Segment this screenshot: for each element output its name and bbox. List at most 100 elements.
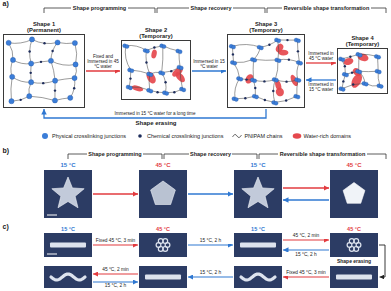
chemical-junction	[288, 58, 290, 60]
physical-junction	[239, 77, 243, 81]
transition-arrow	[93, 193, 138, 195]
hydrogel-pentagon	[151, 181, 176, 205]
label-patch: b)	[1, 147, 11, 155]
temperature-label: 15 °C	[250, 162, 265, 169]
photo-background	[330, 170, 378, 218]
chemical-junction	[254, 87, 256, 89]
legend-text: PNIPAM chains	[244, 133, 282, 139]
label-patch: Reversible shape transformation	[278, 151, 367, 157]
transition-label: 15 °C, 2 h	[105, 283, 126, 289]
label-patch: c)	[1, 223, 10, 231]
chemical-junction	[268, 44, 270, 46]
caption-holder: 15 °C	[251, 226, 265, 232]
stage-heading: Shape recovery	[191, 5, 232, 11]
physical-junction	[48, 58, 53, 63]
shape-title: Shape 4 (Temporary)	[339, 35, 387, 48]
sample-photo	[330, 170, 378, 218]
physical-junction	[297, 78, 301, 82]
pnipam-chain	[30, 64, 31, 83]
state-box: Shape 2 (Temporary)	[121, 40, 191, 100]
label-patch: 15 °C, 2 h	[198, 270, 222, 276]
chemical-junction	[73, 87, 75, 89]
erasing-arrow	[379, 245, 385, 277]
chemical-junction	[232, 53, 234, 55]
caption-holder: 15 °C	[250, 162, 265, 169]
chemical-junction	[54, 89, 56, 91]
pnipam-chain	[75, 43, 77, 64]
chemical-junction	[285, 80, 287, 82]
chemical-junction	[352, 83, 354, 85]
photo-background	[330, 266, 378, 288]
pnipam-chain	[31, 61, 51, 64]
chemical-junction	[263, 80, 265, 82]
legend-swatch	[232, 132, 242, 140]
hydrogel-wave	[51, 274, 85, 280]
stage-heading: Shape programming	[73, 5, 126, 11]
physical-junction	[178, 50, 182, 54]
chemical-junction	[19, 99, 21, 101]
chemical-junction	[245, 78, 247, 80]
legend-item: Chemical crosslinking junctions	[135, 132, 223, 140]
water-rich-domain	[349, 72, 364, 90]
pnipam-chain	[51, 42, 58, 60]
sample-photo	[234, 170, 282, 218]
label-patch: Shape programming	[71, 5, 127, 11]
caption-holder: Shape 1 (Permanent)	[20, 21, 68, 34]
transition-arrow	[306, 62, 336, 63]
hydrogel-strip	[145, 275, 181, 280]
physical-junction	[125, 45, 129, 49]
transition-arrow	[188, 193, 233, 195]
physical-junction	[379, 84, 383, 88]
legend-swatch	[40, 132, 50, 140]
physical-junction	[130, 69, 134, 73]
physical-junction	[377, 70, 381, 74]
photo-frame: 15 °C	[44, 233, 92, 257]
transition-arrow	[283, 199, 329, 201]
physical-junction	[233, 61, 237, 65]
pnipam-chain	[32, 39, 58, 43]
photo-frame: 15 °C	[44, 170, 92, 218]
physical-junction	[182, 88, 186, 92]
transition-label: 45 °C, 2 min	[284, 233, 328, 239]
physical-junction	[253, 58, 257, 62]
state-box: Shape 4 (Temporary)	[337, 48, 388, 94]
physical-junction	[299, 61, 303, 65]
chemical-junction	[164, 81, 166, 83]
chemical-junction	[351, 71, 353, 73]
label-patch: Immersed in 15 °C water	[193, 59, 225, 70]
physical-junction	[232, 45, 236, 49]
temperature-label: 45 °C	[155, 162, 170, 169]
photo-background	[44, 170, 92, 218]
network-illustration	[6, 37, 78, 104]
transition-label: Immersed in 15 °C water	[193, 59, 225, 70]
physical-junction	[165, 91, 169, 95]
physical-junction	[149, 73, 153, 77]
chemical-junction	[153, 46, 155, 48]
network-illustration	[229, 38, 302, 105]
pnipam-chain	[11, 96, 29, 101]
pnipam-chain	[232, 44, 260, 47]
photo-frame: 15 °C	[234, 233, 282, 257]
pnipam-chain	[253, 59, 254, 80]
water-rich-domain	[151, 49, 158, 59]
transition-label: 15 °C, 2 h	[189, 238, 232, 244]
physical-junction	[29, 61, 34, 66]
physical-junction	[52, 98, 57, 103]
temperature-label: 15 °C	[251, 226, 265, 232]
state-box: Shape 3 (Temporary)	[227, 34, 305, 108]
hydrogel-curl	[354, 239, 359, 244]
physical-junction	[6, 40, 11, 45]
chemical-junction	[40, 61, 42, 63]
photo-background	[234, 266, 282, 288]
pnipam-chain	[180, 67, 183, 89]
physical-junction	[358, 70, 362, 74]
physical-junction	[377, 55, 381, 59]
physical-junction	[27, 94, 32, 99]
pnipam-chain	[297, 40, 299, 63]
panel-letter: c)	[3, 223, 9, 231]
water-rich-domain	[357, 52, 370, 62]
legend-text: Physical crosslinking junctions	[52, 133, 126, 139]
transition-arrow	[188, 244, 233, 245]
caption-holder: 15 °C	[60, 162, 75, 169]
sample-photo	[139, 170, 187, 218]
